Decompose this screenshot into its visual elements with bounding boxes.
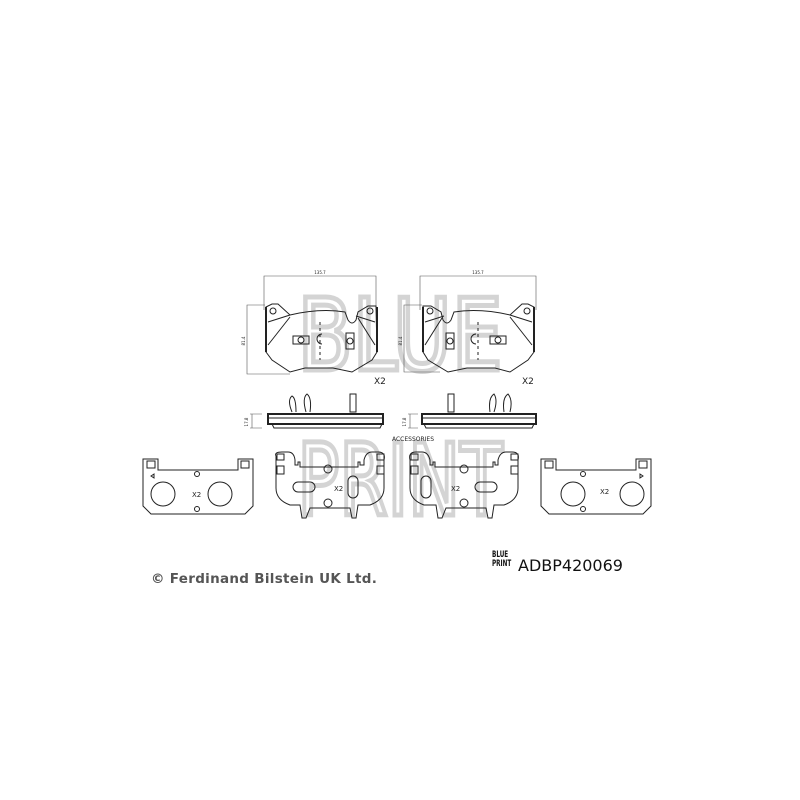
blue-print-logo: BLUE PRINT xyxy=(492,550,512,569)
width-dimension: 135.7 xyxy=(472,270,484,275)
brake-pad-front-view-2: 135.7 81.4 X2 xyxy=(398,270,537,387)
part-number: ADBP420069 xyxy=(518,556,623,575)
shim-quantity: X2 xyxy=(334,485,343,493)
watermark-line-1: BLUE xyxy=(298,277,503,394)
brake-pad-front-view-1: 135.7 81.4 X2 xyxy=(241,270,386,387)
shim-4: X2 xyxy=(540,458,652,515)
thickness-dimension: 17.8 xyxy=(402,417,407,426)
shim-1: X2 xyxy=(142,458,254,515)
brake-pad-side-view-2: 17.8 xyxy=(402,393,537,429)
height-dimension: 81.4 xyxy=(398,336,403,345)
watermark: BLUE PRINT xyxy=(295,275,506,542)
logo-line-2: PRINT xyxy=(492,559,512,569)
shim-quantity: X2 xyxy=(451,485,460,493)
brake-pad-side-view-1: 17.8 xyxy=(244,393,384,429)
pad-quantity: X2 xyxy=(522,377,534,387)
width-dimension: 135.7 xyxy=(314,270,326,275)
shim-3: X2 xyxy=(409,451,519,519)
copyright-text: © Ferdinand Bilstein UK Ltd. xyxy=(151,571,378,587)
accessories-label: ACCESSORIES xyxy=(392,436,434,443)
shim-2: X2 xyxy=(275,451,385,519)
shim-quantity: X2 xyxy=(192,491,201,499)
pad-quantity: X2 xyxy=(374,377,386,387)
shim-quantity: X2 xyxy=(600,488,609,496)
watermark-line-2: PRINT xyxy=(298,422,504,539)
height-dimension: 81.4 xyxy=(241,336,246,345)
thickness-dimension: 17.8 xyxy=(244,417,249,426)
logo-line-1: BLUE xyxy=(492,550,509,560)
